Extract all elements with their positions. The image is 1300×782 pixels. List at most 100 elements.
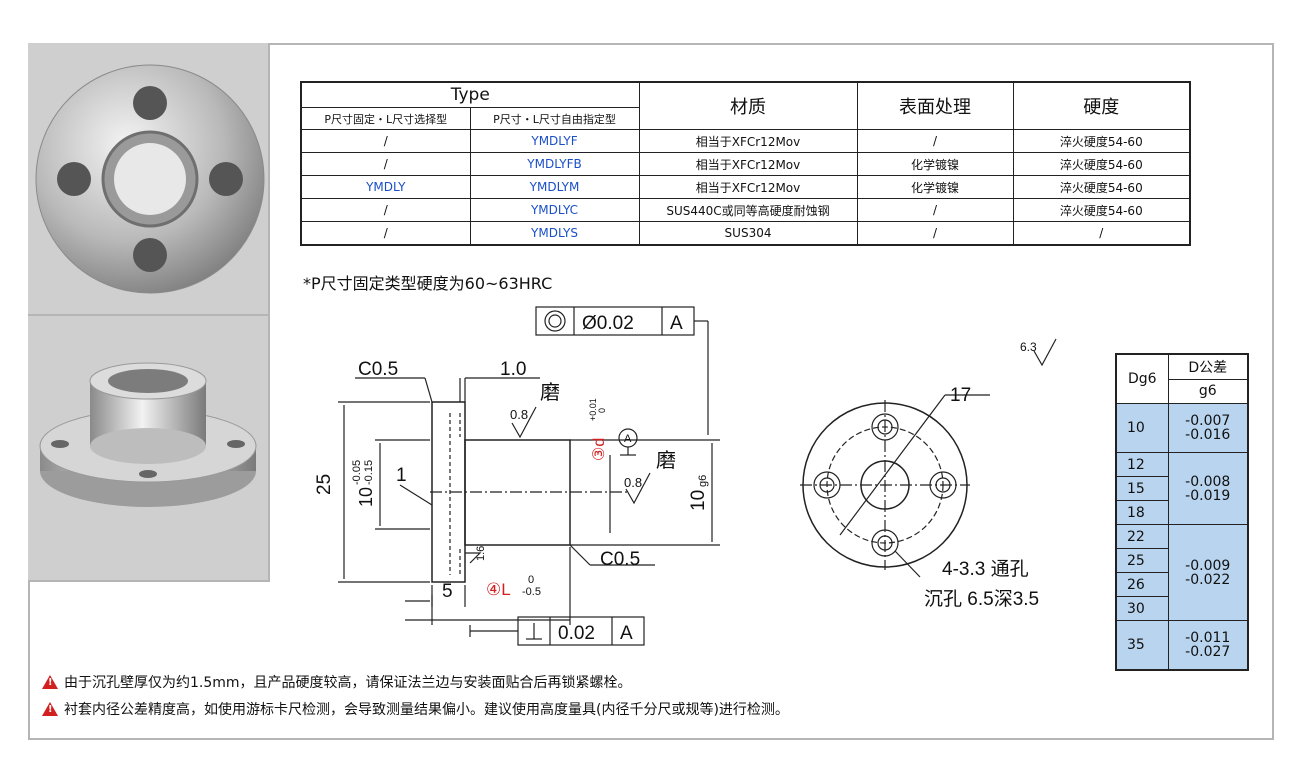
dim-10-tol-lower: -0.15 [363, 460, 375, 485]
table-row: / YMDLYC SUS440C或同等高硬度耐蚀钢 / 淬火硬度54-60 [300, 198, 1191, 222]
cell-hardness: 淬火硬度54-60 [1012, 198, 1191, 222]
rough-08-right: 0.8 [624, 475, 642, 490]
table-row: 10 -0.007-0.016 [1115, 403, 1249, 453]
chamfer-top: C0.5 [358, 359, 398, 380]
cell-surface: 化学镀镍 [856, 175, 1014, 199]
warning-text: 由于沉孔壁厚仅为约1.5mm，且产品硬度较高，请保证法兰边与安装面贴合后再锁紧螺… [64, 675, 632, 691]
gdt-bottom-value: 0.02 [558, 623, 595, 644]
dim-25: 25 [314, 474, 335, 495]
cell-material: SUS304 [638, 221, 858, 246]
table-row: / YMDLYF 相当于XFCr12Mov / 淬火硬度54-60 [300, 129, 1191, 153]
gdt-bottom-datum: A [620, 623, 633, 644]
tol-upper: -0.009 [1185, 557, 1231, 574]
hardness-note: *P尺寸固定类型硬度为60~63HRC [303, 274, 553, 293]
dim-l-label: ④L [486, 580, 511, 599]
cell-material: 相当于XFCr12Mov [638, 129, 858, 153]
dim-1: 1 [396, 465, 407, 486]
size-cell: 25 [1115, 548, 1169, 573]
cell-p-fixed: / [300, 129, 471, 153]
cell-p-free: YMDLYM [469, 175, 640, 199]
warning-icon [42, 702, 58, 716]
dim-l-tol-upper: 0 [528, 574, 534, 586]
technical-drawing: Ø0.02 A C0.5 1.0 磨 磨 0.8 0.8 6.3 1.6 25 … [314, 306, 1057, 646]
cell-material: SUS440C或同等高硬度耐蚀钢 [638, 198, 858, 222]
size-cell: 15 [1115, 476, 1169, 501]
dim-1-0: 1.0 [500, 359, 526, 380]
warning-icon [42, 675, 58, 689]
cell-hardness: / [1012, 221, 1191, 246]
holes-spec-1: 4-3.3 通孔 [942, 558, 1029, 580]
cell-surface: / [856, 129, 1014, 153]
table-row: / YMDLYS SUS304 / / [300, 221, 1191, 246]
table-row: 22 -0.009-0.022 [1115, 524, 1249, 621]
size-cell: 26 [1115, 572, 1169, 597]
spec-table: Type 材质 表面处理 硬度 P尺寸固定・L尺寸选择型 P尺寸・L尺寸自由指定… [300, 81, 1192, 246]
table-row: 25 [1115, 548, 1248, 573]
holes-spec-2: 沉孔 6.5深3.5 [924, 588, 1039, 610]
dim-17: 17 [950, 385, 971, 406]
rough-08-top: 0.8 [510, 407, 528, 422]
dim-10-tol-upper: -0.05 [351, 460, 363, 485]
tol-cell: -0.009-0.022 [1167, 524, 1249, 621]
cell-material: 相当于XFCr12Mov [638, 152, 858, 176]
material-header: 材质 [638, 81, 858, 130]
surface-header: 表面处理 [856, 81, 1014, 130]
size-cell: 35 [1115, 620, 1169, 671]
cell-p-free: YMDLYF [469, 129, 640, 153]
table-row: 18 [1115, 500, 1248, 525]
tol-lower: -0.019 [1185, 487, 1231, 504]
cell-surface: / [856, 198, 1014, 222]
dim-d-tol-lower: 0 [597, 408, 607, 413]
gdt-top-value: Ø0.02 [582, 313, 634, 334]
datum-a: A [624, 433, 632, 445]
cell-surface: 化学镀镍 [856, 152, 1014, 176]
cell-p-free: YMDLYS [469, 221, 640, 246]
tol-upper: -0.008 [1185, 473, 1231, 490]
hardness-header: 硬度 [1012, 81, 1191, 130]
table-row: / YMDLYFB 相当于XFCr12Mov 化学镀镍 淬火硬度54-60 [300, 152, 1191, 176]
cell-surface: / [856, 221, 1014, 246]
tol-cell: -0.007-0.016 [1167, 403, 1249, 453]
dg6-header: Dg6 [1115, 353, 1169, 404]
rough-16: 1.6 [475, 546, 487, 561]
cell-p-fixed: / [300, 152, 471, 176]
tol-cell: -0.011-0.027 [1167, 620, 1249, 671]
dim-d-tol-upper: +0.01 [588, 398, 598, 421]
grind-right: 磨 [656, 449, 676, 472]
cell-hardness: 淬火硬度54-60 [1012, 129, 1191, 153]
table-row: 15 [1115, 476, 1248, 501]
cell-p-free: YMDLYC [469, 198, 640, 222]
p-fixed-header: P尺寸固定・L尺寸选择型 [300, 107, 471, 130]
grind-top: 磨 [540, 381, 560, 404]
cell-material: 相当于XFCr12Mov [638, 175, 858, 199]
cell-p-fixed: YMDLY [300, 175, 471, 199]
cell-hardness: 淬火硬度54-60 [1012, 152, 1191, 176]
dim-10-tol: 10 [356, 487, 376, 507]
tol-lower: -0.016 [1185, 427, 1231, 443]
cell-p-fixed: / [300, 198, 471, 222]
cell-p-fixed: / [300, 221, 471, 246]
table-row: 30 [1115, 596, 1248, 621]
table-row: 35 -0.011-0.027 [1115, 620, 1249, 671]
gdt-top-datum: A [670, 313, 683, 334]
tol-upper: -0.007 [1185, 413, 1231, 429]
product-photo-top [28, 43, 270, 316]
dim-d-label: ③d [591, 438, 608, 461]
cell-hardness: 淬火硬度54-60 [1012, 175, 1191, 199]
size-cell: 22 [1115, 524, 1169, 549]
type-header: Type [300, 81, 640, 108]
dim-10g6-sub: g6 [697, 475, 709, 487]
rough-63: 6.3 [1020, 340, 1037, 354]
table-row: YMDLY YMDLYM 相当于XFCr12Mov 化学镀镍 淬火硬度54-60 [300, 175, 1191, 199]
size-cell: 12 [1115, 452, 1169, 477]
dim-5: 5 [442, 581, 453, 602]
tol-lower: -0.027 [1185, 644, 1231, 660]
warning-2: 衬套内径公差精度高，如使用游标卡尺检测，会导致测量结果偏小。建议使用高度量具(内… [42, 699, 789, 719]
size-cell: 30 [1115, 596, 1169, 621]
tol-lower: -0.022 [1185, 571, 1231, 588]
d-tol-header: D公差 [1167, 353, 1249, 380]
warning-1: 由于沉孔壁厚仅为约1.5mm，且产品硬度较高，请保证法兰边与安装面贴合后再锁紧螺… [42, 672, 632, 692]
size-cell: 10 [1115, 403, 1169, 453]
dim-10g6: 10 [688, 490, 709, 511]
tol-upper: -0.011 [1185, 630, 1231, 646]
